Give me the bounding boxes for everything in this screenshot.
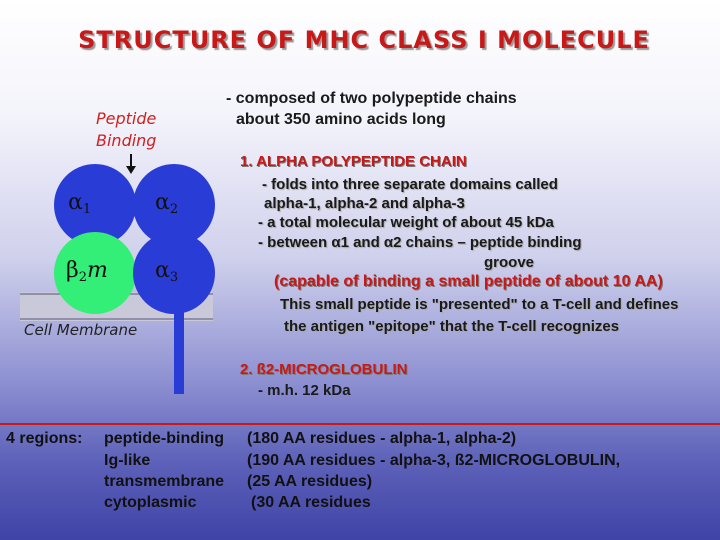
section1-line-5: groove [484, 254, 535, 271]
alpha3-label: α3 [155, 258, 179, 285]
section1-highlight: (capable of binding a small peptide of a… [274, 273, 663, 290]
region-detail-3: (25 AA residues) [247, 473, 373, 490]
page-title: STRUCTURE OF MHC CLASS I MOLECULE [78, 26, 650, 54]
region-name-1: peptide-binding [104, 430, 224, 447]
section1-note-1: This small peptide is "presented" to a T… [280, 296, 679, 313]
alpha1-label: α1 [68, 190, 92, 217]
region-name-4: cytoplasmic [104, 494, 197, 511]
alpha3-domain [133, 232, 215, 314]
region-name-3: transmembrane [104, 473, 225, 490]
alpha2-domain [133, 164, 215, 246]
region-name-2: Ig-like [104, 452, 151, 469]
alpha2-label: α2 [155, 190, 179, 217]
peptide-label: Peptide [96, 109, 157, 128]
mhc-diagram-graphic [20, 154, 215, 394]
regions-lead: 4 regions: [6, 430, 83, 447]
section1-line-1: - folds into three separate domains call… [262, 176, 558, 193]
peptide-arrow-icon [126, 154, 136, 174]
b2m-domain [54, 232, 136, 314]
alpha1-domain [54, 164, 136, 246]
section1-note-2: the antigen "epitope" that the T-cell re… [284, 318, 620, 335]
intro-line-2: about 350 amino acids long [236, 111, 446, 128]
b2m-label: β2m [66, 258, 108, 285]
section1-line-3: - a total molecular weight of about 45 k… [258, 214, 554, 231]
section1-line-2: alpha-1, alpha-2 and alpha-3 [264, 195, 465, 212]
region-detail-4: (30 AA residues [251, 494, 371, 511]
binding-label: Binding [96, 131, 157, 150]
section1-line-4: - between α1 and α2 chains – peptide bin… [258, 234, 582, 251]
transmembrane-tail [174, 276, 184, 394]
section2-line: - m.h. 12 kDa [258, 382, 351, 399]
region-detail-1: (180 AA residues - alpha-1, alpha-2) [247, 430, 517, 447]
mhc-diagram: Peptide Binding α1 α2 β2m α3 Cell Membra… [0, 0, 230, 540]
intro-line-1: - composed of two polypeptide chains [226, 90, 517, 107]
cell-membrane-label: Cell Membrane [24, 321, 138, 339]
section2-heading: 2. ß2-MICROGLOBULIN [240, 361, 408, 378]
section1-heading: 1. ALPHA POLYPEPTIDE CHAIN [240, 153, 467, 170]
region-detail-2: (190 AA residues - alpha-3, ß2-MICROGLOB… [247, 452, 621, 469]
section-divider [0, 423, 720, 425]
